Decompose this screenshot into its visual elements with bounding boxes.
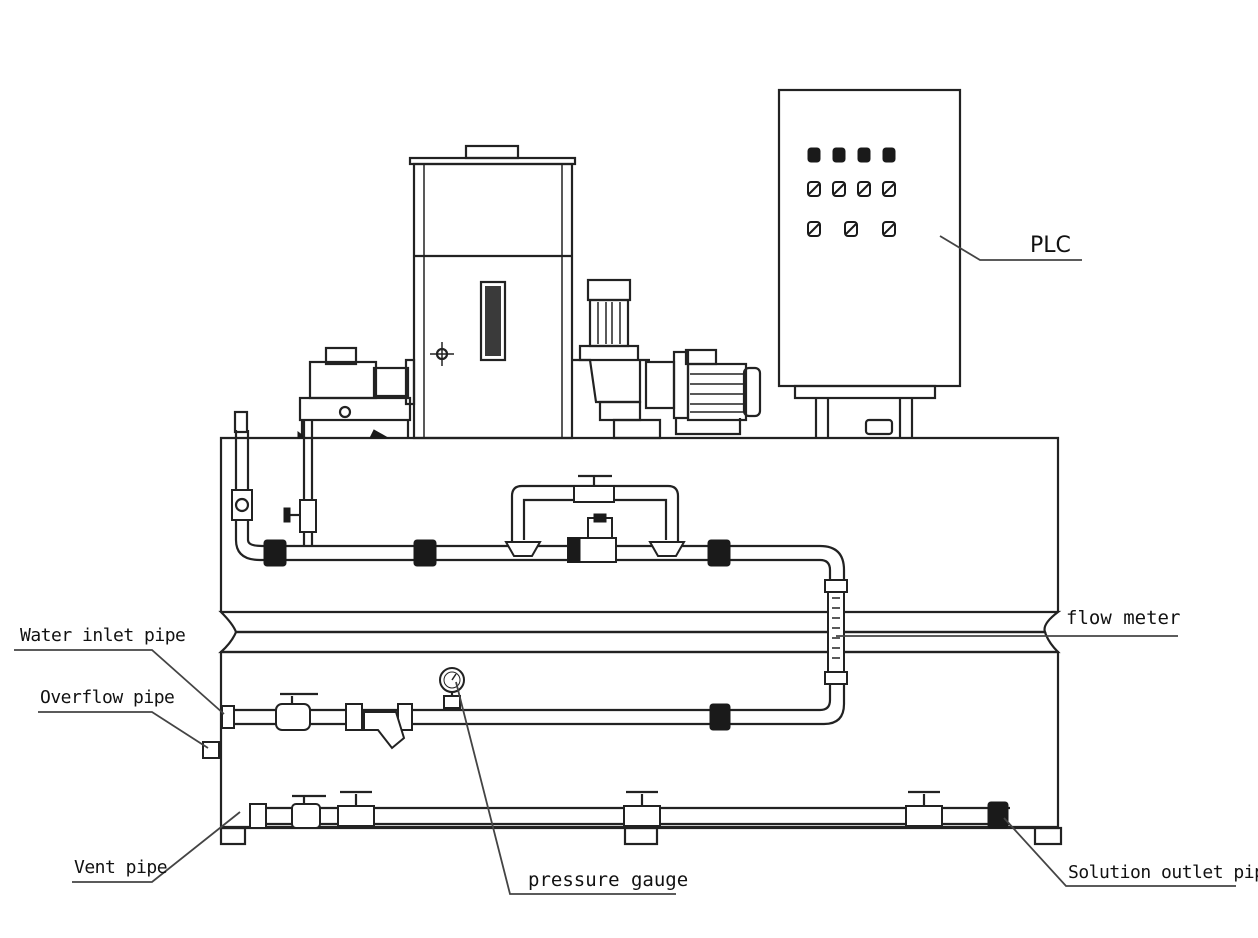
outlet-pipework xyxy=(249,790,1010,829)
label-plc: PLC xyxy=(1030,233,1071,258)
screw-feeder xyxy=(297,346,416,439)
leader-lines xyxy=(14,235,1236,895)
label-flow-meter: flow meter xyxy=(1066,607,1180,629)
label-overflow-pipe: Overflow pipe xyxy=(40,687,174,708)
label-solution-outlet-pipe: Solution outlet pipe xyxy=(1068,862,1258,883)
upper-pipework xyxy=(231,410,846,592)
mixer-motor xyxy=(572,278,762,440)
label-water-inlet-pipe: Water inlet pipe xyxy=(20,625,185,646)
flow-meter xyxy=(232,579,848,726)
overflow-pipe-stub xyxy=(202,741,220,759)
mixing-tank-unit xyxy=(408,144,577,440)
plc-cabinet xyxy=(777,88,962,438)
tank-body xyxy=(218,436,1062,830)
tank-feet xyxy=(219,826,1063,846)
label-vent-pipe: Vent pipe xyxy=(74,857,167,878)
inlet-pipework xyxy=(221,667,731,750)
label-pressure-gauge: pressure gauge xyxy=(528,869,688,891)
